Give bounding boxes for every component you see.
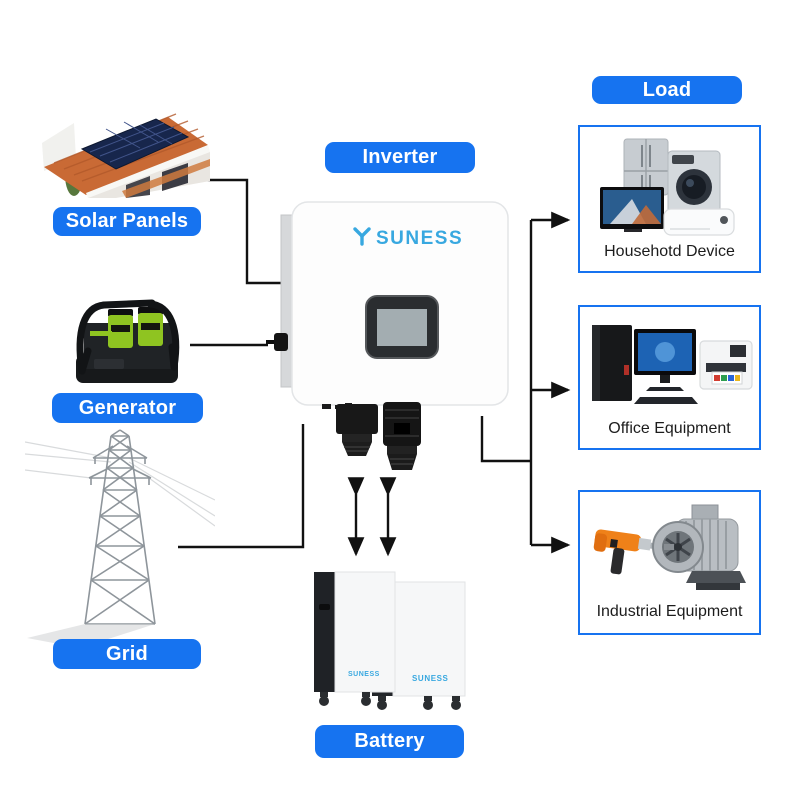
generator-label: Generator — [52, 393, 203, 423]
household-devices-image — [600, 138, 735, 236]
inverter-image: SUNESS — [266, 201, 509, 470]
industrial-equipment-image — [593, 504, 746, 590]
tower-crossarms — [88, 445, 152, 485]
television — [600, 187, 664, 232]
grid-label: Grid — [53, 639, 201, 669]
load-box-household: Househotd Device — [578, 125, 761, 273]
load-box-office: Office Equipment — [578, 305, 761, 450]
inverter-label-text: Inverter — [362, 146, 438, 168]
generator-image — [76, 299, 180, 383]
load-label-text: Load — [642, 78, 692, 101]
pc-tower — [592, 325, 632, 401]
house-eave — [86, 145, 210, 198]
inverter-to-load-trunk-line — [480, 416, 531, 463]
electric-motor — [652, 504, 746, 590]
inverter-label: Inverter — [325, 142, 475, 173]
washing-machine — [667, 150, 721, 214]
printer — [699, 340, 753, 390]
solar-to-inverter-line — [201, 178, 283, 285]
inverter-connector-left — [336, 404, 378, 456]
industrial-caption: Industrial Equipment — [596, 603, 743, 620]
battery-label-text: Battery — [354, 730, 425, 752]
tower-lattice — [84, 429, 156, 625]
generator-label-text: Generator — [78, 396, 177, 419]
household-caption: Househotd Device — [604, 243, 735, 260]
grid-to-inverter-line — [178, 424, 305, 549]
generator-frame — [76, 299, 180, 375]
battery-casters — [319, 692, 371, 706]
generator-batteries — [108, 307, 163, 348]
power-wires — [25, 441, 215, 527]
battery-image: SUNESS SUNESS — [314, 571, 466, 710]
grid-label-text: Grid — [106, 642, 148, 665]
load-box-industrial: Industrial Equipment — [578, 490, 761, 635]
inverter-display — [365, 295, 439, 359]
office-caption: Office Equipment — [608, 420, 731, 437]
load-label: Load — [592, 76, 742, 104]
battery-label: Battery — [315, 725, 464, 758]
generator-accent — [90, 331, 112, 336]
solar-panels-label: Solar Panels — [53, 207, 201, 236]
monitor — [634, 329, 698, 404]
solar-panel-array — [80, 118, 190, 170]
solar-panels-label-text: Solar Panels — [65, 210, 189, 232]
house-wall — [88, 152, 210, 198]
office-equipment-image — [592, 325, 753, 404]
battery-brand-text: SUNESS — [348, 671, 380, 678]
air-conditioner — [663, 208, 735, 236]
power-drill — [593, 529, 680, 575]
battery-brand-text: SUNESS — [412, 674, 449, 683]
battery-casters — [377, 696, 461, 710]
refrigerator — [623, 138, 669, 196]
inverter-brand-text: SUNESS — [376, 228, 463, 249]
suness-logo: SUNESS — [353, 227, 463, 249]
generator-panel — [94, 359, 124, 369]
solar-panels-image — [42, 113, 210, 198]
inverter-knob — [266, 333, 288, 351]
battery-unit: SUNESS — [314, 571, 396, 706]
inverter-connector-right — [383, 402, 421, 470]
grid-tower-image — [25, 429, 215, 648]
